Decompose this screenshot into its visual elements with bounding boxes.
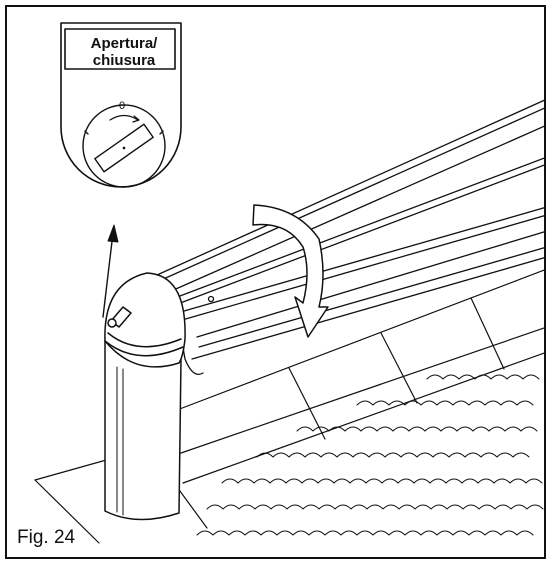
pointer-arrow — [102, 224, 119, 318]
figure-caption: Fig. 24 — [17, 527, 76, 548]
barrier-post — [104, 272, 186, 521]
rotation-arrow — [252, 204, 329, 338]
boom-arm — [156, 99, 544, 376]
key-switch-detail — [60, 22, 182, 188]
gravel-pattern — [196, 374, 544, 536]
switch-knob — [82, 104, 166, 188]
switch-label-line2: chiusura — [92, 52, 156, 69]
paving — [34, 269, 544, 544]
switch-position-mark: 0 — [119, 100, 126, 112]
label-box — [64, 28, 176, 70]
switch-label: Apertura/ chiusura — [65, 35, 183, 69]
switch-label-line1: Apertura/ — [90, 35, 158, 52]
technical-drawing — [34, 22, 544, 544]
figure-frame: Apertura/ chiusura 0 Fig. 24 — [5, 5, 546, 559]
key-slot — [94, 123, 154, 173]
